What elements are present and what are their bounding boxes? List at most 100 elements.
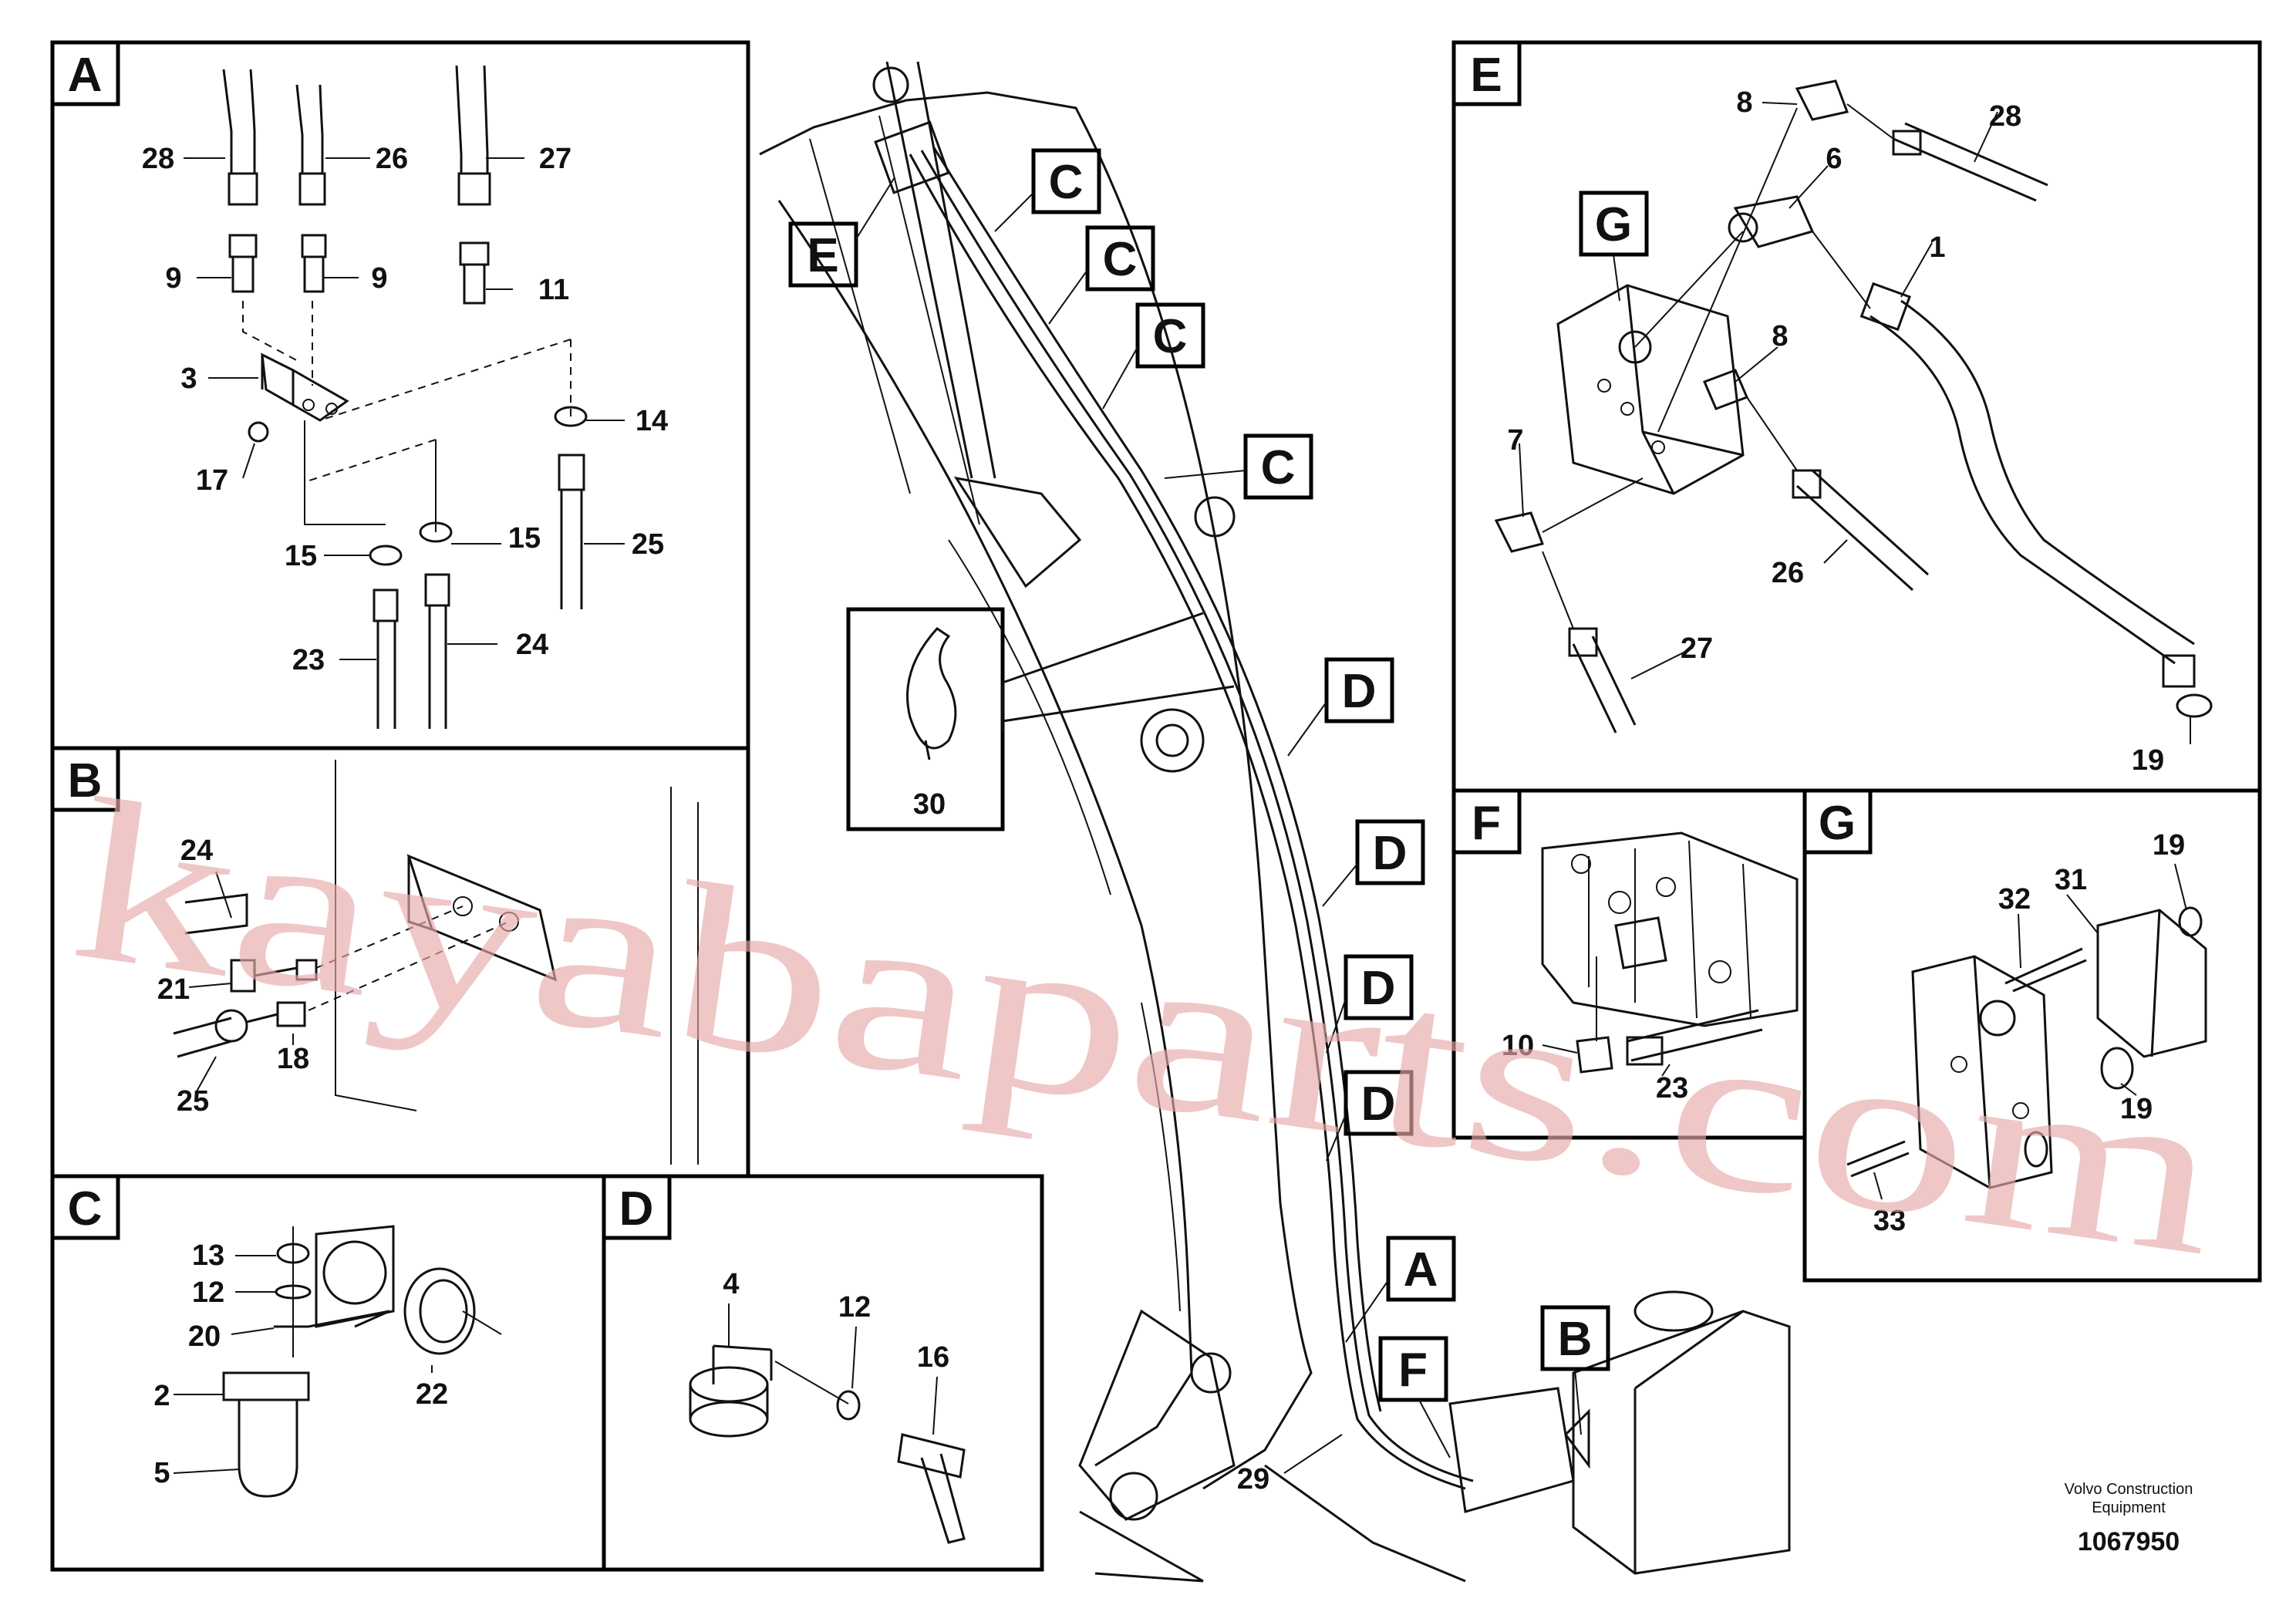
svg-text:9: 9	[165, 262, 181, 295]
main-callout-c4: C	[1164, 433, 1313, 500]
panel-letter-d: D	[602, 1174, 672, 1240]
svg-text:B: B	[1558, 1313, 1593, 1366]
svg-text:G: G	[1595, 198, 1632, 251]
panel-e-drawing	[1494, 79, 2213, 744]
svg-text:20: 20	[188, 1320, 221, 1353]
svg-text:23: 23	[1656, 1072, 1688, 1104]
svg-text:2: 2	[153, 1380, 170, 1412]
watermark: kayabaparts.com	[59, 750, 2234, 1304]
svg-text:B: B	[68, 754, 103, 808]
svg-text:13: 13	[192, 1239, 224, 1272]
svg-text:6: 6	[1826, 143, 1842, 175]
svg-text:24: 24	[516, 629, 548, 661]
svg-text:3: 3	[180, 363, 197, 395]
svg-text:24: 24	[180, 835, 213, 867]
main-callout-d1: D	[1287, 657, 1394, 757]
svg-text:F: F	[1398, 1344, 1428, 1397]
svg-text:25: 25	[632, 528, 664, 561]
svg-text:C: C	[1049, 156, 1084, 209]
svg-text:D: D	[619, 1182, 654, 1236]
svg-text:1: 1	[1929, 231, 1945, 264]
svg-text:28: 28	[142, 143, 174, 175]
main-callout-c2: C	[1048, 225, 1155, 325]
main-callout-c1: C	[994, 148, 1101, 232]
svg-text:10: 10	[1502, 1030, 1534, 1062]
svg-text:8: 8	[1736, 86, 1752, 119]
svg-text:19: 19	[2120, 1093, 2153, 1125]
svg-text:15: 15	[285, 540, 317, 572]
main-callout-c3: C	[1102, 302, 1205, 410]
svg-text:21: 21	[157, 973, 190, 1006]
panel-b-labels: 24 21 18 25	[157, 835, 309, 1118]
panel-c-labels: 13 12 20 2 22 5	[153, 1239, 448, 1489]
svg-text:33: 33	[1873, 1205, 1906, 1237]
main-boom-drawing	[759, 61, 1791, 1583]
svg-text:16: 16	[917, 1341, 949, 1374]
main-callout-d4: D	[1326, 1070, 1414, 1162]
svg-text:A: A	[68, 49, 103, 102]
panel-b-drawing	[173, 760, 699, 1165]
svg-text:22: 22	[416, 1378, 448, 1411]
panel-g-frame	[1802, 788, 2262, 1283]
footer: Volvo Construction Equipment 1067950	[2065, 1481, 2193, 1556]
svg-text:D: D	[1361, 1077, 1396, 1131]
svg-text:19: 19	[2153, 829, 2185, 862]
svg-text:23: 23	[292, 644, 325, 676]
svg-text:27: 27	[539, 143, 571, 175]
panel-letter-g: G	[1802, 788, 1873, 855]
svg-text:C: C	[1153, 310, 1188, 363]
svg-text:17: 17	[196, 464, 228, 497]
svg-text:30: 30	[913, 788, 946, 821]
svg-text:E: E	[1470, 49, 1502, 102]
main-part-29: 29	[1237, 1434, 1343, 1496]
panel-d-labels: 4 12 16	[723, 1268, 949, 1374]
panel-f-labels: 10 23	[1502, 1030, 1688, 1104]
svg-text:12: 12	[192, 1276, 224, 1309]
panel-e-labels: 8 28 6 G 1 8 7 26 27 19	[1507, 86, 2164, 777]
svg-text:7: 7	[1507, 424, 1523, 457]
company-name-line2: Equipment	[2092, 1499, 2166, 1516]
svg-text:E: E	[807, 229, 838, 282]
svg-text:C: C	[1103, 233, 1138, 286]
company-name-line1: Volvo Construction	[2065, 1481, 2193, 1498]
panel-letter-f: F	[1451, 788, 1522, 855]
svg-text:C: C	[68, 1182, 103, 1236]
main-callout-d2: D	[1322, 819, 1425, 907]
main-callout-d3: D	[1326, 954, 1414, 1054]
svg-text:9: 9	[371, 262, 387, 295]
main-callout-f: F	[1378, 1336, 1451, 1458]
panel-letter-e: E	[1451, 40, 1522, 106]
document-number: 1067950	[2078, 1527, 2180, 1556]
svg-text:31: 31	[2055, 864, 2087, 896]
main-callout-a: A	[1345, 1236, 1456, 1343]
svg-text:4: 4	[723, 1268, 739, 1300]
panel-a-drawing	[184, 65, 625, 729]
panel-letter-b: B	[50, 746, 120, 812]
panel-a-labels: 28 26 27 9 9 11 3 14 17 15 15 25 23 24	[142, 143, 668, 676]
svg-text:15: 15	[508, 522, 541, 555]
svg-text:14: 14	[636, 405, 668, 437]
panel-letter-a: A	[50, 40, 120, 106]
panel-f-drawing	[1541, 831, 1799, 1077]
svg-text:C: C	[1261, 441, 1296, 494]
panel-g-labels: 31 19 32 19 33	[1873, 829, 2185, 1237]
panel-letter-c: C	[50, 1174, 120, 1240]
svg-text:27: 27	[1681, 632, 1713, 665]
svg-text:32: 32	[1998, 883, 2031, 916]
svg-text:29: 29	[1237, 1463, 1269, 1496]
svg-text:D: D	[1373, 827, 1408, 880]
svg-text:D: D	[1361, 962, 1396, 1015]
panel-d-frame	[602, 1174, 1044, 1572]
svg-text:G: G	[1819, 797, 1856, 850]
detail-30: 30	[846, 607, 1235, 831]
svg-text:26: 26	[376, 143, 408, 175]
panel-d-drawing	[689, 1303, 966, 1544]
svg-text:8: 8	[1772, 320, 1788, 352]
svg-text:11: 11	[538, 274, 569, 306]
svg-text:D: D	[1342, 665, 1377, 718]
svg-text:A: A	[1404, 1243, 1438, 1297]
svg-text:F: F	[1472, 797, 1501, 850]
panel-g-drawing	[1846, 863, 2207, 1200]
svg-text:25: 25	[177, 1085, 209, 1118]
